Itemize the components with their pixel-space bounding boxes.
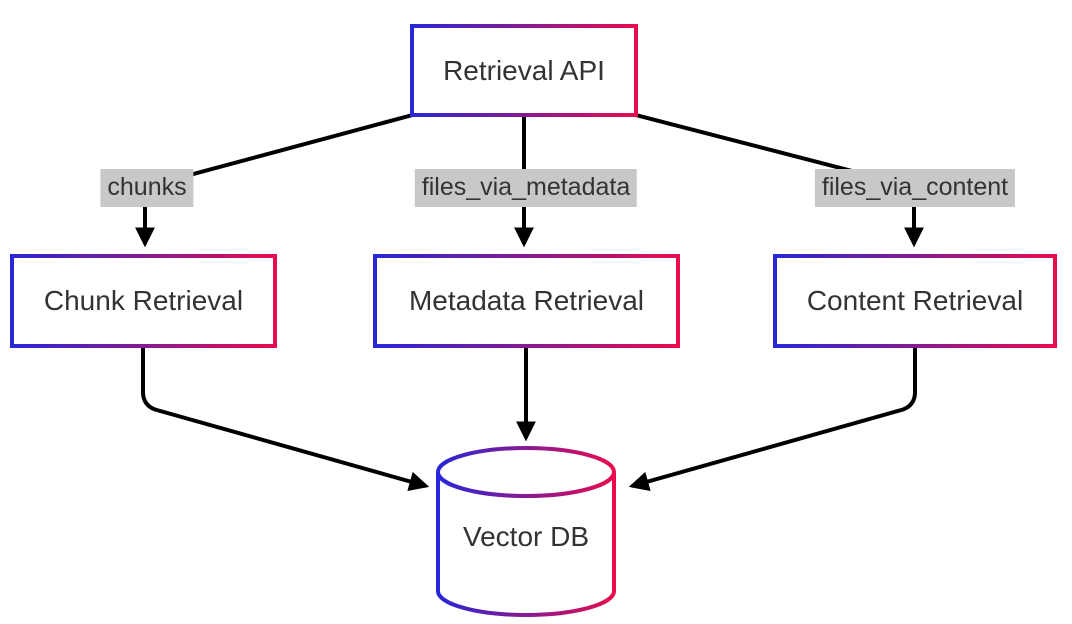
node-metadata-retrieval-label: Metadata Retrieval — [377, 258, 676, 344]
node-chunk-retrieval-label: Chunk Retrieval — [14, 258, 273, 344]
node-retrieval-api-label: Retrieval API — [414, 28, 634, 113]
vector-db-cylinder — [436, 446, 616, 617]
edge-label-files-via-content: files_via_content — [814, 169, 1016, 207]
node-metadata-retrieval: Metadata Retrieval — [373, 254, 680, 348]
node-content-retrieval: Content Retrieval — [773, 254, 1057, 348]
node-retrieval-api: Retrieval API — [410, 24, 638, 117]
edge-label-chunks: chunks — [100, 169, 194, 207]
cylinder-top — [436, 446, 616, 498]
node-vector-db-label: Vector DB — [462, 521, 590, 552]
edge-chunk-retrieval-to-vector-db — [141, 348, 430, 492]
edge-label-files-via-metadata: files_via_metadata — [414, 169, 638, 207]
node-chunk-retrieval: Chunk Retrieval — [10, 254, 277, 348]
edge-content-retrieval-to-vector-db — [628, 348, 917, 492]
node-content-retrieval-label: Content Retrieval — [777, 258, 1053, 344]
